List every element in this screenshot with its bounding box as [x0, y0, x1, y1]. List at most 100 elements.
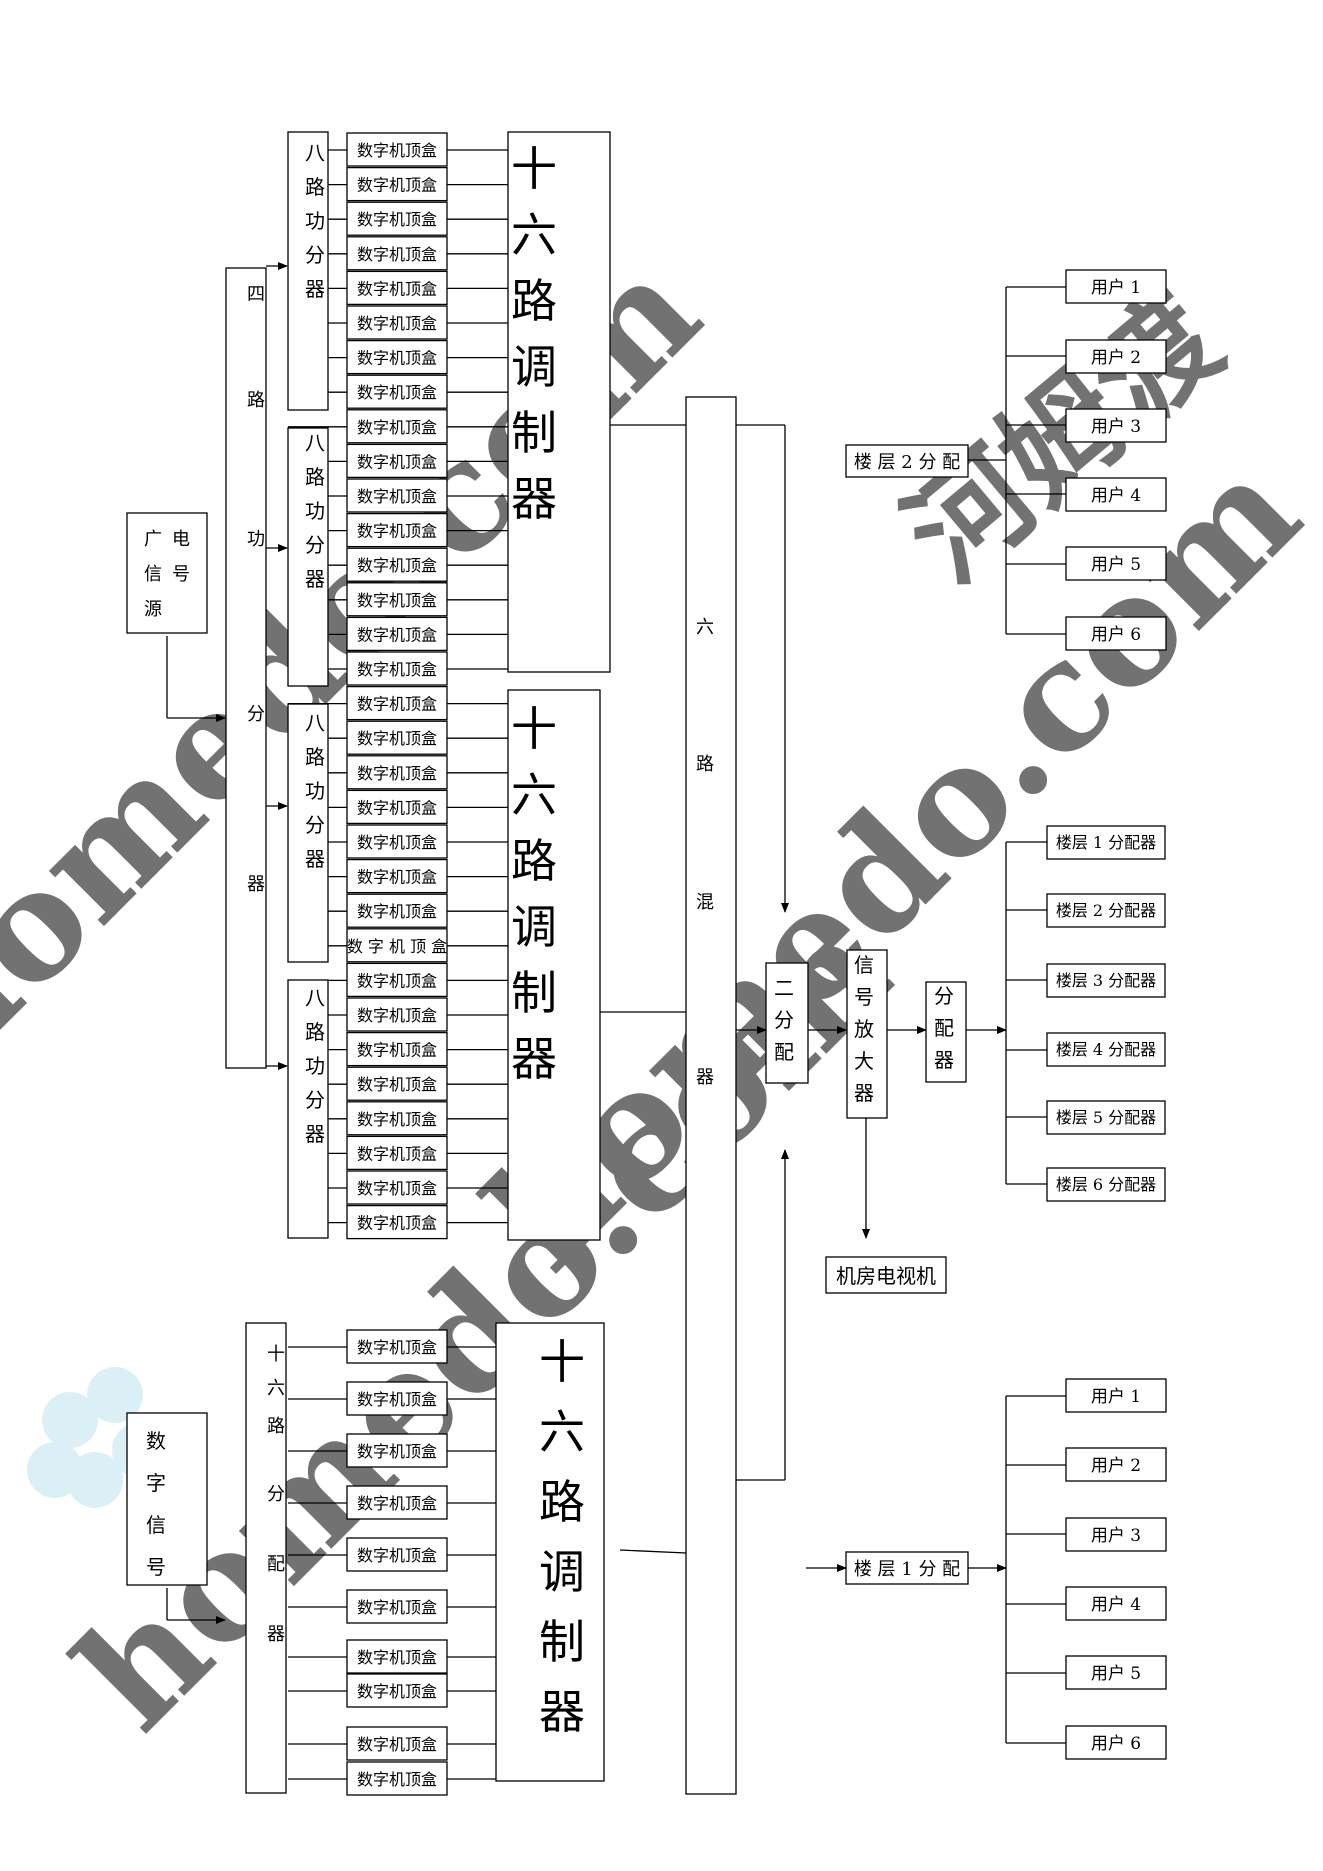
settop-box — [346, 1673, 448, 1708]
modulator-box — [507, 689, 601, 1241]
digital-signal-label-char: 数 — [146, 1429, 166, 1453]
settop-box-label: 数字机顶盒 — [357, 452, 437, 471]
settop-box — [346, 685, 448, 721]
modulator-to-mixer-line — [619, 1549, 687, 1554]
user-label: 用户 2 — [1091, 348, 1141, 368]
machine-room-tv-label: 机房电视机 — [836, 1264, 936, 1288]
machine-room-tv-box — [825, 1256, 947, 1294]
user-label: 用户 5 — [1091, 1664, 1141, 1684]
user-label: 用户 4 — [1091, 486, 1141, 506]
modulator-label-char: 制 — [539, 1615, 585, 1669]
modulator-label-char: 十 — [511, 142, 557, 196]
settop-box-label: 数字机顶盒 — [357, 1682, 437, 1701]
sixteen-way-splitter-box — [245, 1322, 287, 1794]
settop-box-label: 数字机顶盒 — [357, 729, 437, 748]
settop-box-label: 数字机顶盒 — [357, 1770, 437, 1789]
distributor-label-char: 配 — [934, 1016, 954, 1040]
floor-distributor-label: 楼层 4 分配器 — [1056, 1040, 1156, 1059]
floor2-distributor-box — [845, 444, 969, 478]
user-label: 用户 1 — [1091, 278, 1141, 298]
settop-box-label: 数字机顶盒 — [357, 591, 437, 610]
modulator-label-char: 路 — [539, 1475, 585, 1529]
settop-box — [346, 1135, 448, 1171]
settop-box — [346, 1485, 448, 1520]
amplifier-label-char: 大 — [854, 1049, 874, 1073]
floor-distributor-box — [1046, 893, 1166, 928]
eight-way-splitter-label-char: 器 — [305, 567, 325, 591]
sixteen-way-splitter-label-char: 分 — [267, 1484, 285, 1505]
settop-box-label: 数字机顶盒 — [357, 176, 437, 195]
distributor-label-char: 器 — [934, 1048, 954, 1072]
four-way-splitter-label-char: 器 — [247, 874, 265, 895]
settop-box — [346, 339, 448, 375]
user-label: 用户 2 — [1091, 1456, 1141, 1476]
eight-way-splitter-label-char: 路 — [305, 465, 325, 489]
four-way-splitter-label-char: 四 — [247, 284, 265, 305]
settop-box-label: 数字机顶盒 — [357, 245, 437, 264]
settop-box-label: 数字机顶盒 — [357, 660, 437, 679]
eight-way-splitter-box — [287, 131, 329, 411]
floor-distributor-box — [1046, 963, 1166, 998]
user-label: 用户 5 — [1091, 555, 1141, 575]
settop-box-label: 数字机顶盒 — [357, 210, 437, 229]
amplifier-label-char: 放 — [854, 1017, 874, 1041]
user-box — [1065, 339, 1167, 374]
modulator-label-char: 六 — [511, 208, 557, 262]
digital-signal-label-char: 号 — [146, 1555, 166, 1579]
two-way-label-char: 二 — [774, 976, 794, 1000]
eight-way-splitter-label-char: 功 — [305, 209, 325, 233]
settop-box — [346, 1433, 448, 1468]
eight-way-splitter-label-char: 路 — [305, 175, 325, 199]
settop-box-label: 数字机顶盒 — [357, 522, 437, 541]
sixteen-way-splitter-label-char: 路 — [267, 1416, 285, 1437]
two-way-label-char: 配 — [774, 1040, 794, 1064]
settop-box — [346, 789, 448, 825]
digital-signal-box — [126, 1412, 208, 1586]
floor-distributor-label: 楼层 6 分配器 — [1056, 1175, 1156, 1194]
sixteen-way-splitter-label-char: 配 — [267, 1554, 285, 1575]
eight-way-splitter-label-char: 分 — [305, 243, 325, 267]
broadcast-source-box — [126, 512, 208, 634]
four-way-splitter-label-char: 路 — [247, 390, 265, 411]
component-labels: 广电信号源数字信号四路功分器八路功分器八路功分器八路功分器八路功分器十六路分配器… — [144, 141, 1156, 1789]
settop-box-label: 数字机顶盒 — [357, 314, 437, 333]
floor1-distributor-box — [845, 1551, 969, 1585]
settop-box-label: 数字机顶盒 — [357, 1041, 437, 1060]
settop-box-label: 数字机顶盒 — [357, 1494, 437, 1513]
eight-way-splitter-label-char: 八 — [305, 986, 325, 1010]
settop-box — [346, 858, 448, 894]
eight-way-splitter-label-char: 分 — [305, 813, 325, 837]
settop-box — [346, 1329, 448, 1364]
settop-box — [346, 582, 448, 617]
floor-distributor-box — [1046, 825, 1166, 860]
amplifier-label-char: 器 — [854, 1081, 874, 1105]
settop-box-label: 数字机顶盒 — [357, 1546, 437, 1565]
mixer-label-char: 器 — [696, 1067, 714, 1088]
settop-box-label: 数字机顶盒 — [357, 798, 437, 817]
user-box — [1065, 546, 1167, 581]
settop-box — [346, 236, 448, 271]
digital-signal-label-char: 字 — [146, 1471, 166, 1495]
component-boxes — [126, 131, 1167, 1796]
user-label: 用户 6 — [1091, 1734, 1141, 1754]
settop-box-label: 数字机顶盒 — [357, 1075, 437, 1094]
user-label: 用户 6 — [1091, 625, 1141, 645]
user-box — [1065, 1655, 1167, 1690]
modulator-label-char: 调 — [539, 1545, 585, 1599]
sixteen-way-splitter-label-char: 十 — [267, 1344, 285, 1365]
broadcast-source-label: 源 — [144, 599, 162, 620]
modulator-label-char: 器 — [511, 1032, 557, 1086]
digital-signal-label-char: 信 — [146, 1513, 166, 1537]
user-box — [1065, 1447, 1167, 1482]
settop-box-label: 数字机顶盒 — [357, 902, 437, 921]
user-box — [1065, 408, 1167, 443]
settop-box — [346, 409, 448, 444]
eight-way-splitter-box — [287, 703, 329, 963]
modulator-label-char: 路 — [511, 274, 557, 328]
connection-lines — [166, 149, 1066, 1780]
amplifier-label-char: 号 — [854, 985, 874, 1009]
settop-box-label: 数字机顶盒 — [357, 141, 437, 160]
settop-box-label: 数字机顶盒 — [357, 695, 437, 714]
eight-way-splitter-label-char: 功 — [305, 779, 325, 803]
modulator-label-char: 器 — [539, 1685, 585, 1739]
